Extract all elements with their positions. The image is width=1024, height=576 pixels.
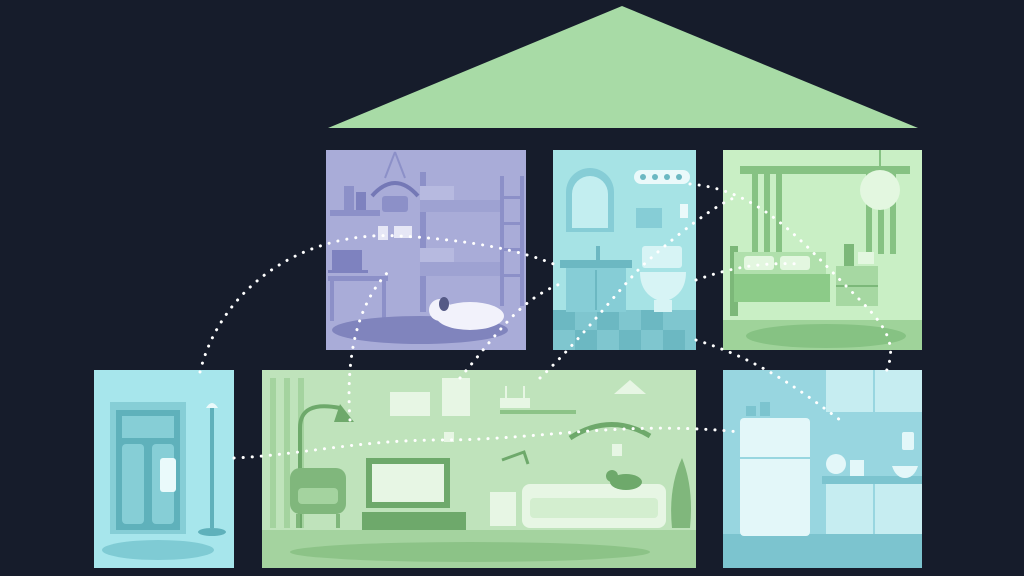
- bunk-bed-icon: [420, 172, 524, 312]
- mirror-icon: [566, 168, 614, 232]
- kettle-icon: [826, 454, 864, 476]
- pendant-lamp-icon: [860, 150, 900, 210]
- kids-room: [326, 150, 526, 350]
- smart-lock-icon: [160, 458, 176, 492]
- floor-lamp-icon: [298, 404, 354, 528]
- router-icon: [500, 386, 576, 414]
- curtain-icon: [740, 166, 910, 254]
- network-connections: [198, 182, 892, 460]
- light-switch-icon: [634, 170, 690, 218]
- hanging-plant-icon: [370, 151, 420, 212]
- roof: [328, 6, 918, 128]
- cabinet-icon: [822, 370, 922, 534]
- sink-icon: [560, 246, 632, 312]
- laptop-icon: [328, 250, 368, 273]
- coat-rack-icon: [198, 403, 226, 536]
- entry: [94, 370, 234, 568]
- tv-icon: [362, 458, 466, 530]
- cat-icon: [606, 470, 642, 490]
- sofa-icon: [522, 484, 666, 528]
- smart-plug-icon: [378, 226, 412, 240]
- bed-icon: [730, 246, 830, 316]
- armchair-icon: [290, 468, 346, 528]
- living-room: [262, 370, 696, 568]
- thermostat-icon: [902, 432, 914, 450]
- bedroom: [723, 150, 922, 350]
- toilet-icon: [640, 246, 686, 312]
- fridge-icon: [740, 402, 810, 536]
- bathroom: [553, 150, 696, 350]
- dog-icon: [429, 297, 504, 330]
- kitchen: [723, 370, 922, 568]
- nightstand-icon: [836, 244, 878, 306]
